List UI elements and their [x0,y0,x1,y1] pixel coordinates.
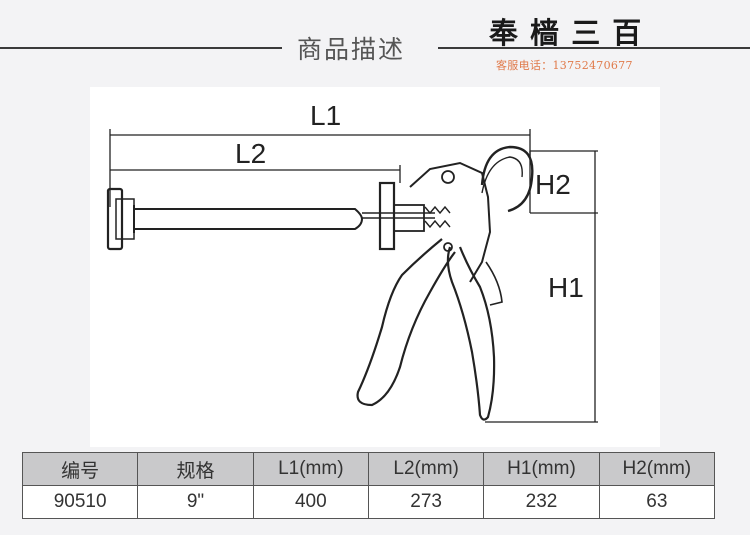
l1-label: L1 [310,100,341,131]
cell-code: 90510 [21,485,139,519]
brand-name: 奉 樯 三 百 [489,16,643,50]
trigger-lever [446,246,496,421]
table-row: 90510 9" 400 273 232 63 [21,485,716,519]
header-divider-right [438,47,750,49]
frame-upper [409,161,492,283]
trigger-guard [485,261,503,306]
fixed-handle [356,238,456,407]
pivot-pin-top [441,170,455,184]
brand-contact-phone: 客服电话：13752470677 [496,59,633,72]
header-cell-l1: L1(mm) [252,452,369,486]
pivot-pin-trigger [443,242,453,252]
cell-size: 9" [137,485,254,519]
end-cap [106,187,124,251]
header-cell-l2: L2(mm) [367,452,485,486]
hanger-hook [480,145,534,213]
header-cell-size: 规格 [137,452,254,486]
end-cap-collar [115,198,135,240]
mechanism-housing [393,204,425,232]
hanger-hook-inner [481,156,523,194]
spring-coil-lower [424,219,451,229]
cell-l2: 273 [367,485,485,519]
spec-table: 编号 规格 L1(mm) L2(mm) H1(mm) H2(mm) 90510 … [21,452,716,519]
product-drawing-panel: L1 L2 H2 H1 [90,87,660,447]
header-cell-h1: H1(mm) [483,452,600,486]
cell-h1: 232 [483,485,600,519]
cell-h2: 63 [598,485,716,519]
header-cell-code: 编号 [21,452,139,486]
cell-l1: 400 [252,485,369,519]
caulking-gun-diagram: L1 L2 H2 H1 [106,100,598,423]
spring-coil [424,205,451,215]
h2-label: H2 [535,169,571,200]
h1-label: H1 [548,272,584,303]
barrel-rear-flange [378,181,396,251]
section-title: 商品描述 [297,35,406,64]
header-divider-left [0,47,282,49]
header-cell-h2: H2(mm) [598,452,716,486]
barrel-tube [134,208,364,230]
spec-table-header-row: 编号 规格 L1(mm) L2(mm) H1(mm) H2(mm) [21,452,716,486]
l2-label: L2 [235,138,266,169]
